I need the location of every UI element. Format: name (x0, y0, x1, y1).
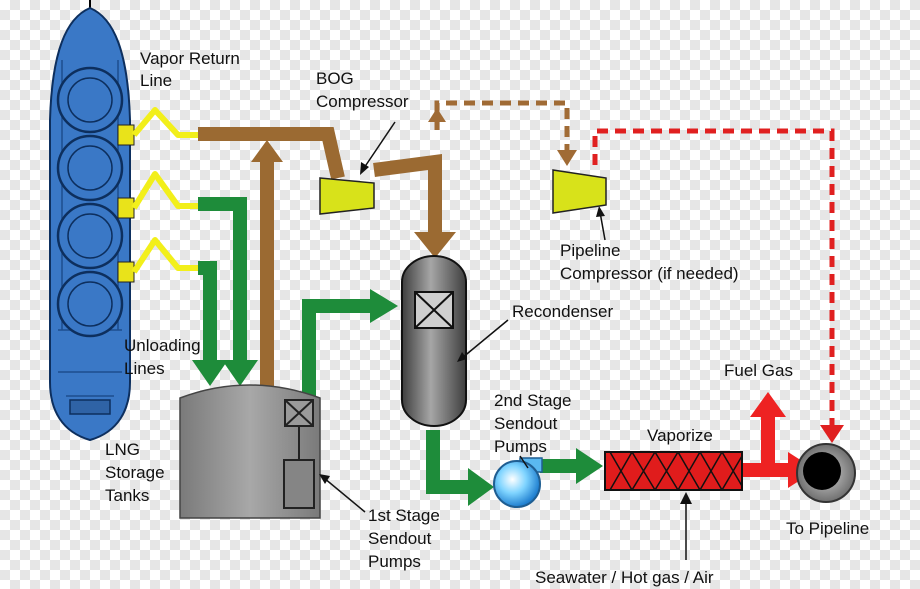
bog-leader-line (363, 121, 396, 169)
second-stage-suction-arrowhead (468, 468, 494, 506)
vaporizer-pattern (609, 451, 743, 491)
label-bog-compressor-1: BOG (316, 69, 354, 88)
label-pipeline-compressor-1: Pipeline (560, 241, 621, 260)
first-stage-sendout-pumps (283, 399, 315, 509)
vaporizer-heat-source-arrowhead (680, 492, 692, 504)
loading-arms (131, 107, 200, 274)
bog-leader-arrowhead (360, 162, 369, 175)
label-seawater-hot-gas-air: Seawater / Hot gas / Air (535, 568, 714, 587)
bog-compressor (319, 177, 375, 215)
label-fuel-gas: Fuel Gas (724, 361, 793, 380)
recondenser-liquid-arrowhead (370, 289, 398, 323)
first-stage-leader-arrowhead (319, 474, 330, 484)
label-lng-storage-tanks-1: LNG (105, 440, 140, 459)
unloading-arrowhead-1 (222, 360, 258, 386)
vaporizer-inlet-arrowhead (576, 448, 603, 484)
manifold-connector-1 (117, 124, 135, 146)
pipeline-connection (796, 443, 856, 503)
vapor-lines (198, 127, 442, 392)
vaporizer (604, 451, 743, 560)
recondenser-leader-line (461, 319, 509, 359)
label-first-stage-pumps-2: Sendout (368, 529, 432, 548)
pipeline-dashed-arrowhead (820, 425, 844, 443)
label-lng-storage-tanks-3: Tanks (105, 486, 149, 505)
ship-tank-1-inner (67, 77, 113, 123)
leader-arrowheads (319, 162, 605, 484)
label-vapor-return-line-1: Vapor Return (140, 49, 240, 68)
label-vaporize: Vaporize (647, 426, 713, 445)
pipeline-compressor-leader-line (599, 211, 606, 241)
recondenser-inlet-arrowhead (414, 232, 456, 258)
second-stage-pump-casing (493, 460, 541, 508)
manifold-connector-2 (117, 197, 135, 219)
pipeline-compressor-leader-arrowhead (596, 206, 605, 217)
ship-bridge (69, 399, 111, 415)
recondenser-outlet-line (426, 430, 470, 494)
unloading-line-1 (198, 197, 247, 360)
pipeline-compressor (552, 169, 607, 214)
labels: Vapor Return Line BOG Compressor Pipelin… (105, 49, 869, 587)
label-second-stage-pumps-2: Sendout (494, 414, 558, 433)
leader-lines (323, 121, 606, 513)
second-stage-sendout-pump (493, 457, 543, 508)
bypass-down-arrowhead (557, 150, 577, 166)
label-first-stage-pumps-1: 1st Stage (368, 506, 440, 525)
recondenser-vessel (401, 255, 467, 427)
pipeline-inner (803, 452, 841, 490)
loading-arm-3 (131, 237, 200, 274)
label-unloading-lines-1: Unloading (124, 336, 201, 355)
bypass-up-arrowhead (428, 108, 446, 122)
unloading-arrowhead-2 (192, 360, 228, 386)
label-second-stage-pumps-1: 2nd Stage (494, 391, 572, 410)
label-unloading-lines-2: Lines (124, 359, 165, 378)
first-stage-pump-motor (283, 459, 315, 509)
first-stage-discharge-line (302, 299, 370, 400)
bypass-dashed-line (434, 100, 570, 150)
gas-lines (740, 415, 790, 477)
ship-tank-2-inner (67, 145, 113, 191)
label-recondenser: Recondenser (512, 302, 613, 321)
second-stage-leader-line (519, 455, 529, 469)
first-stage-leader-line (323, 477, 366, 513)
tank-boiloff-arrowhead (251, 140, 283, 162)
label-vapor-return-line-2: Line (140, 71, 172, 90)
recondenser-leader-arrowhead (457, 352, 467, 362)
label-lng-storage-tanks-2: Storage (105, 463, 165, 482)
bog-to-recondenser-line (373, 154, 442, 232)
label-pipeline-compressor-2: Compressor (if needed) (560, 264, 739, 283)
vapor-return-line (198, 127, 345, 180)
recondenser-body (401, 255, 467, 427)
vaporizer-body (604, 451, 743, 491)
label-second-stage-pumps-3: Pumps (494, 437, 547, 456)
ship-storage-tanks (56, 66, 124, 338)
fuel-gas-arrowhead (750, 392, 786, 417)
label-bog-compressor-2: Compressor (316, 92, 409, 111)
bypass-dashed-path (434, 100, 570, 150)
ship-manifold-connectors (117, 124, 135, 283)
manifold-connector-3 (117, 261, 135, 283)
label-to-pipeline: To Pipeline (786, 519, 869, 538)
unloading-line-2 (198, 261, 217, 360)
compressed-gas-dashed-line (592, 128, 835, 425)
ship-tank-4-inner (67, 281, 113, 327)
ship-tank-3-inner (67, 213, 113, 259)
loading-arm-2 (131, 171, 200, 210)
label-first-stage-pumps-3: Pumps (368, 552, 421, 571)
recondenser-packing-cross (414, 291, 454, 329)
liquid-lines (198, 197, 578, 494)
first-stage-pump-cross (284, 399, 314, 427)
compressed-gas-dashed-path (592, 128, 835, 425)
loading-arm-1 (131, 107, 200, 138)
lng-carrier-ship (49, 0, 135, 442)
